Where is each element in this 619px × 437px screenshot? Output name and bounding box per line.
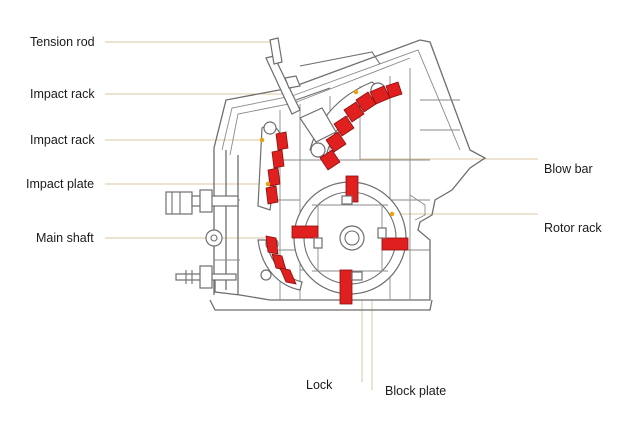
lower-rack-liners [265, 131, 297, 285]
impact-plate-adjuster [165, 189, 239, 215]
blow-bar-label: Blow bar [544, 162, 593, 176]
tension-rod-label: Tension rod [30, 35, 95, 49]
lower-adjuster-rod [175, 265, 237, 289]
lock-block-plate [313, 195, 387, 281]
upper-rack-liners [319, 81, 403, 171]
impact-rack-lower-label: Impact rack [30, 133, 95, 147]
main-shaft-bearing [205, 229, 223, 247]
impact-plate-label: Impact plate [26, 177, 95, 191]
impact-rack-upper-label: Impact rack [30, 87, 95, 101]
tension-rod [265, 37, 381, 115]
rotor [293, 181, 407, 295]
main-shaft-label: Main shaft [36, 231, 94, 245]
lock-label: Lock [306, 378, 333, 392]
rotor-rack-label: Rotor rack [544, 221, 602, 235]
label-markers [259, 89, 395, 217]
block-plate-label: Block plate [385, 384, 447, 398]
blow-bars [291, 175, 409, 305]
